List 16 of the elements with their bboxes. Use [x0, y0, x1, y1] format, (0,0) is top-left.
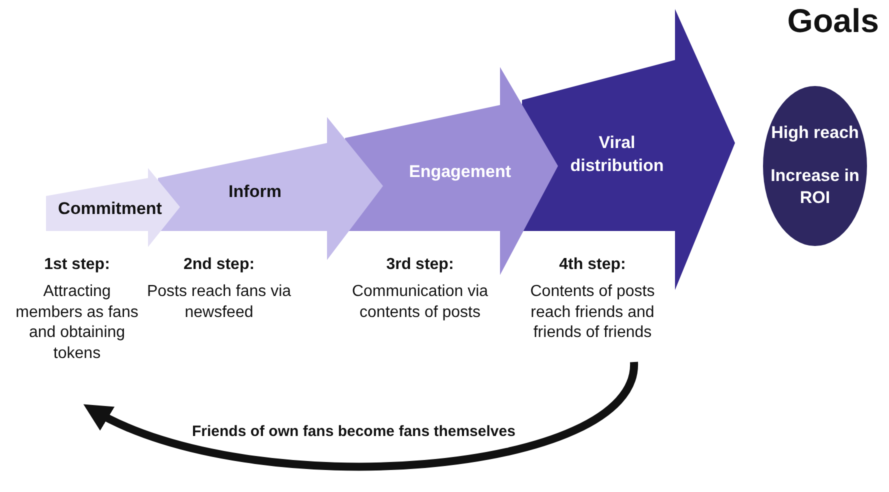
stage-label: Inform — [228, 181, 282, 203]
step-description: Attracting members as fans and obtaining tokens — [14, 282, 140, 364]
stage-label: Engagement — [408, 161, 512, 183]
step-heading: 1st step: — [43, 255, 111, 275]
heading: Goals — [787, 2, 879, 40]
step-description: Contents of posts reach friends and friends of friends — [529, 282, 656, 344]
goal-text: High reach — [770, 122, 860, 144]
step-heading: 2nd step: — [182, 255, 256, 275]
step-heading: 4th step: — [558, 255, 627, 275]
step-description: Posts reach fans via newsfeed — [146, 282, 292, 323]
stage-label: Commitment — [57, 198, 163, 220]
curved-arrow — [82, 361, 638, 471]
stage-label: Viral distribution — [569, 132, 665, 177]
goal-text: Increase in ROI — [770, 164, 860, 210]
step-heading: 3rd step: — [385, 255, 455, 275]
step-description: Communication via contents of posts — [350, 282, 490, 323]
